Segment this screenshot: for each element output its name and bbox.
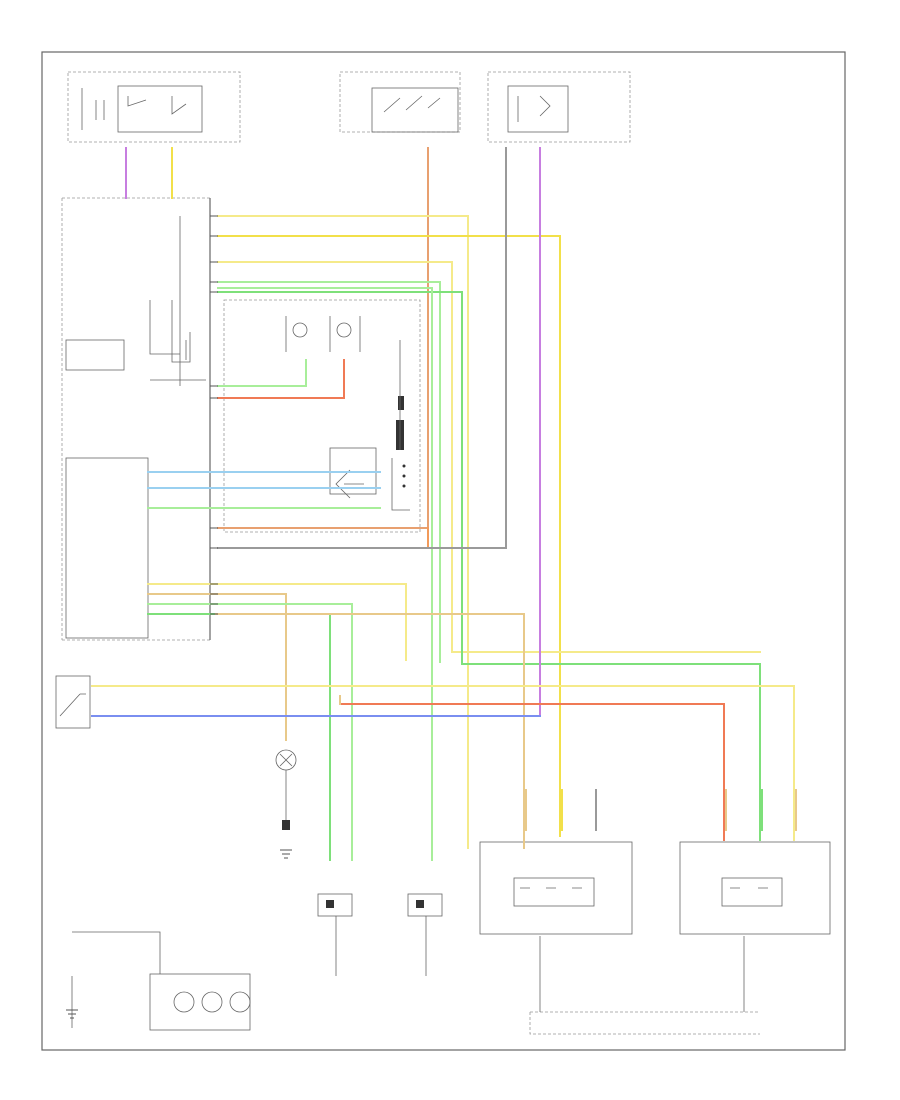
flasher-unit	[391, 340, 410, 511]
connector-pins	[210, 215, 218, 615]
hazard-relay	[223, 299, 421, 533]
body-control-module	[61, 197, 211, 641]
diagram-border	[41, 51, 846, 1051]
ground-symbols	[66, 849, 292, 1019]
left-front-lamp	[317, 893, 353, 976]
fuse-relay-block-right	[487, 71, 631, 143]
fuse-relay-block-left	[67, 71, 241, 143]
left-rear-lamp-assembly	[479, 841, 633, 935]
right-front-lamp	[407, 893, 443, 976]
wire-harness	[91, 147, 797, 861]
stop-lamp-switch	[55, 675, 91, 729]
right-rear-lamp-assembly	[679, 841, 831, 935]
instrument-cluster	[71, 931, 251, 1031]
license-lamp	[275, 749, 297, 830]
multifunction-switch	[339, 71, 461, 133]
rear-ground-bus	[529, 936, 760, 1035]
